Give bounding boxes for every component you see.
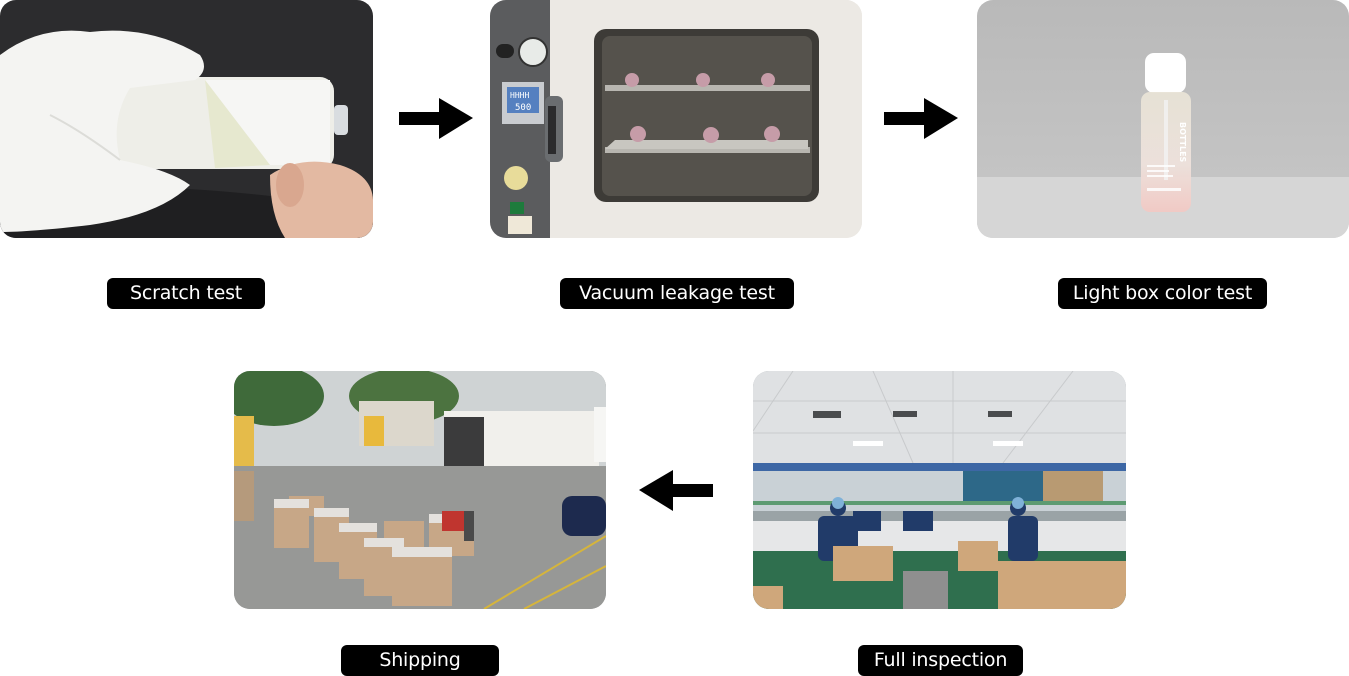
arrow-right-icon [884,98,958,140]
factory-inspection-photo [753,371,1126,609]
step-label-light-box-color-test: Light box color test [1058,278,1267,309]
bottle-lightbox-photo: BOTTLES [977,0,1349,238]
step-label-vacuum-leakage-test: Vacuum leakage test [560,278,794,309]
arrow-right-icon [399,98,473,140]
step-label-shipping: Shipping [341,645,499,676]
vacuum-oven-photo: HHHH 500 [490,0,862,238]
bottle-brand-text: BOTTLES [1178,122,1187,163]
warehouse-shipping-photo [234,371,606,609]
scratch-test-photo [0,0,373,238]
arrow-left-icon [639,470,713,512]
oven-display-bottom: 500 [515,103,531,113]
step-label-full-inspection: Full inspection [858,645,1023,676]
oven-display-top: HHHH [510,91,529,100]
step-label-scratch-test: Scratch test [107,278,265,309]
